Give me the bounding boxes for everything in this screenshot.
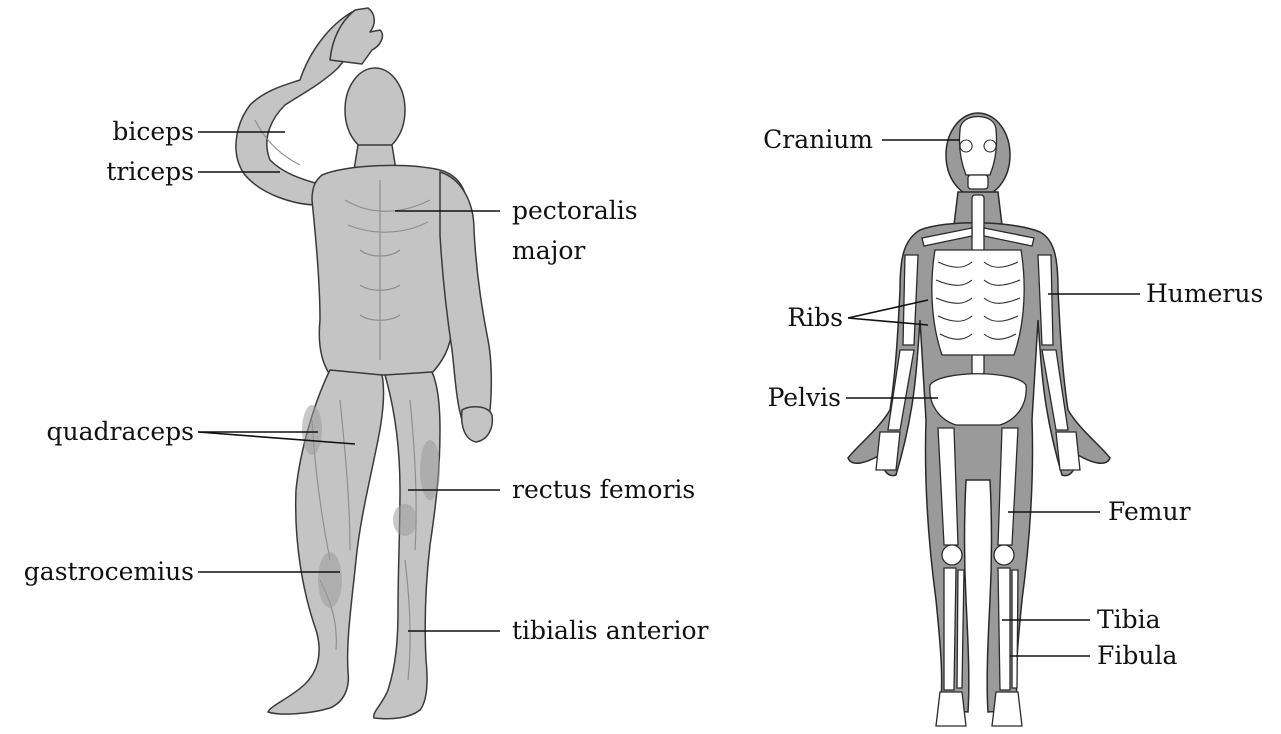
label-fibula: Fibula [1097,642,1177,670]
fibula-bone-right [1012,570,1018,688]
label-pelvis: Pelvis [768,384,841,412]
label-biceps: biceps [112,118,194,146]
label-humerus: Humerus [1146,280,1263,308]
label-quadraceps: quadraceps [47,418,195,446]
label-major: major [512,237,585,265]
tibia-bone-left [944,568,956,690]
label-ribs: Ribs [787,304,843,332]
label-tibialis-anterior: tibialis anterior [512,617,709,645]
label-gastrocemius: gastrocemius [24,558,194,586]
label-tibia: Tibia [1097,606,1161,634]
label-triceps: triceps [106,158,194,186]
label-pectoralis: pectoralis [512,197,638,225]
label-femur: Femur [1108,498,1191,526]
tibia-bone-right [998,568,1010,690]
rib-cage [932,250,1024,355]
skull-bone [959,117,996,176]
label-rectus-femoris: rectus femoris [512,476,695,504]
label-cranium: Cranium [763,126,873,154]
pelvis-bone [930,374,1026,425]
